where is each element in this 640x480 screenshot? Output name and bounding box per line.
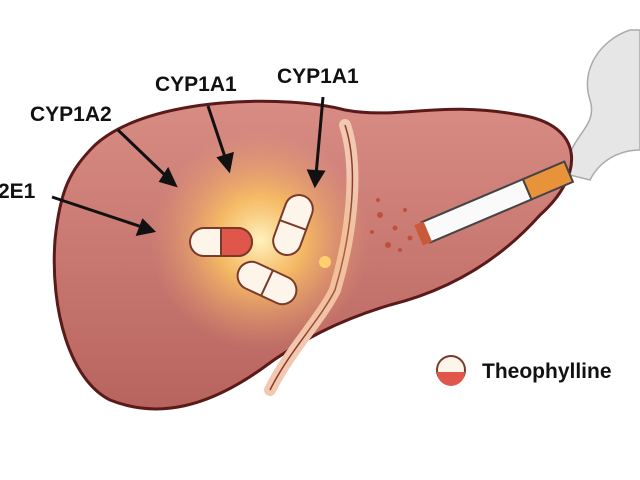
label-cyp1a2: CYP1A2 [30,103,112,126]
capsule-icon [189,227,253,257]
smoke-icon [567,29,640,181]
capsule-icon [272,194,314,256]
capsule-icon [236,260,298,306]
legend-label: Theophylline [482,360,612,383]
label-cyp1a1-left: CYP1A1 [155,73,237,96]
label-cyp1a1-right: CYP1A1 [277,65,359,88]
cigarette-icon [414,160,575,246]
legend-capsule-icon [436,355,466,386]
label-2e1: 2E1 [0,180,36,203]
metabolism-glow [150,130,370,350]
label-arrows [51,96,326,237]
smoke-particles [370,198,413,252]
